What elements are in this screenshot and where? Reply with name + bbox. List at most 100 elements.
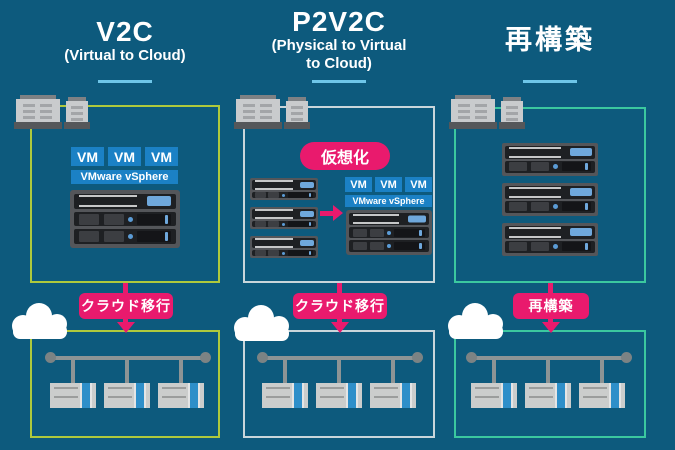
rack-unit-panel (252, 180, 316, 190)
vm-box: VM (71, 147, 104, 166)
drive-slot (562, 162, 591, 172)
physical-server (250, 178, 318, 200)
drive-slot (394, 228, 425, 237)
arrow-right-icon (320, 205, 343, 222)
network-bus (260, 356, 420, 360)
drive-slot (288, 221, 313, 227)
migration-badge: 再構築 (513, 293, 589, 319)
network-node-icon (45, 352, 56, 363)
drive-bay (255, 250, 266, 256)
led-icon (387, 230, 391, 235)
column-title: P2V2C (292, 6, 386, 37)
cloud-server-icon (579, 383, 625, 408)
virtualization-badge: 仮想化 (300, 142, 390, 170)
cloud-server-icon (316, 383, 362, 408)
network-bus (48, 356, 208, 360)
hypervisor-bar: VMware vSphere (345, 195, 432, 207)
cloud-server-icon (262, 383, 308, 408)
server-rack (70, 190, 180, 248)
cloud-server-icon (158, 383, 204, 408)
rack-unit-drives (505, 240, 595, 253)
drive-slot (288, 192, 313, 198)
network-link (283, 359, 287, 385)
led-icon (128, 216, 133, 222)
rack-unit-panel (505, 226, 595, 239)
physical-server-stack (250, 178, 318, 258)
drive-bay (509, 242, 527, 252)
drive-bay (509, 202, 527, 212)
cloud-network (257, 350, 423, 410)
on-premise-server-icon (449, 95, 525, 129)
rack-unit-panel (74, 194, 176, 209)
network-bus (469, 356, 629, 360)
rack-unit-drives (505, 160, 595, 173)
drive-bay (79, 213, 99, 225)
cloud-server-icon (370, 383, 416, 408)
cloud-icon (9, 303, 75, 339)
network-link (492, 359, 496, 385)
cloud-server-icon (525, 383, 571, 408)
led-icon (553, 204, 558, 210)
vm-box: VM (375, 177, 402, 192)
cloud-icon (445, 303, 511, 339)
drive-bay (79, 231, 99, 243)
network-link (600, 359, 604, 385)
column-title: 再構築 (505, 25, 595, 55)
rack-unit-drives (252, 192, 316, 198)
column-subtitle: to Cloud) (306, 55, 372, 72)
rack-unit-panel (252, 238, 316, 248)
drive-bay (353, 228, 367, 237)
cloud-network (466, 350, 632, 410)
network-link (179, 359, 183, 385)
rack-unit-panel (505, 146, 595, 159)
led-icon (282, 251, 285, 255)
source-box-v2c (30, 105, 220, 283)
cloud-network (45, 350, 211, 410)
network-node-icon (412, 352, 423, 363)
drive-bay (353, 242, 367, 251)
rack-unit-drives (74, 211, 176, 227)
vm-row: VM VM VM (345, 177, 432, 192)
on-premise-server-icon (14, 95, 90, 129)
rack-unit-drives (252, 250, 316, 256)
source-box-p2v2c (243, 106, 435, 283)
drive-bay (255, 221, 266, 227)
led-icon (128, 234, 133, 240)
title-underline (523, 80, 577, 83)
led-icon (282, 193, 285, 197)
rack-unit-drives (252, 221, 316, 227)
drive-slot (562, 242, 591, 252)
vm-row: VM VM VM (71, 147, 178, 166)
network-node-icon (257, 352, 268, 363)
physical-server (502, 223, 598, 256)
rack-unit-panel (505, 186, 595, 199)
physical-server-stack (502, 143, 598, 256)
drive-slot (562, 202, 591, 212)
cloud-server-icon (104, 383, 150, 408)
network-node-icon (200, 352, 211, 363)
physical-server (502, 183, 598, 216)
drive-slot (137, 213, 171, 225)
column-header-p2v2c: P2V2C (Physical to Virtual to Cloud) (243, 7, 435, 73)
column-header-v2c: V2C (Virtual to Cloud) (30, 17, 220, 65)
column-subtitle: (Physical to Virtual (271, 37, 407, 54)
title-underline (98, 80, 152, 83)
rack-unit-drives (74, 229, 176, 245)
network-link (546, 359, 550, 385)
on-premise-server-icon (234, 95, 310, 129)
rack-unit-drives (505, 200, 595, 213)
column-title: V2C (96, 16, 154, 47)
hypervisor-bar: VMware vSphere (71, 170, 178, 184)
column-subtitle: (Virtual to Cloud) (64, 47, 186, 64)
cloud-server-icon (50, 383, 96, 408)
network-link (337, 359, 341, 385)
drive-slot (137, 231, 171, 243)
physical-server (250, 207, 318, 229)
network-link (71, 359, 75, 385)
vm-box: VM (405, 177, 432, 192)
drive-bay (255, 192, 266, 198)
drive-bay (509, 162, 527, 172)
server-rack (346, 210, 432, 255)
network-node-icon (466, 352, 477, 363)
